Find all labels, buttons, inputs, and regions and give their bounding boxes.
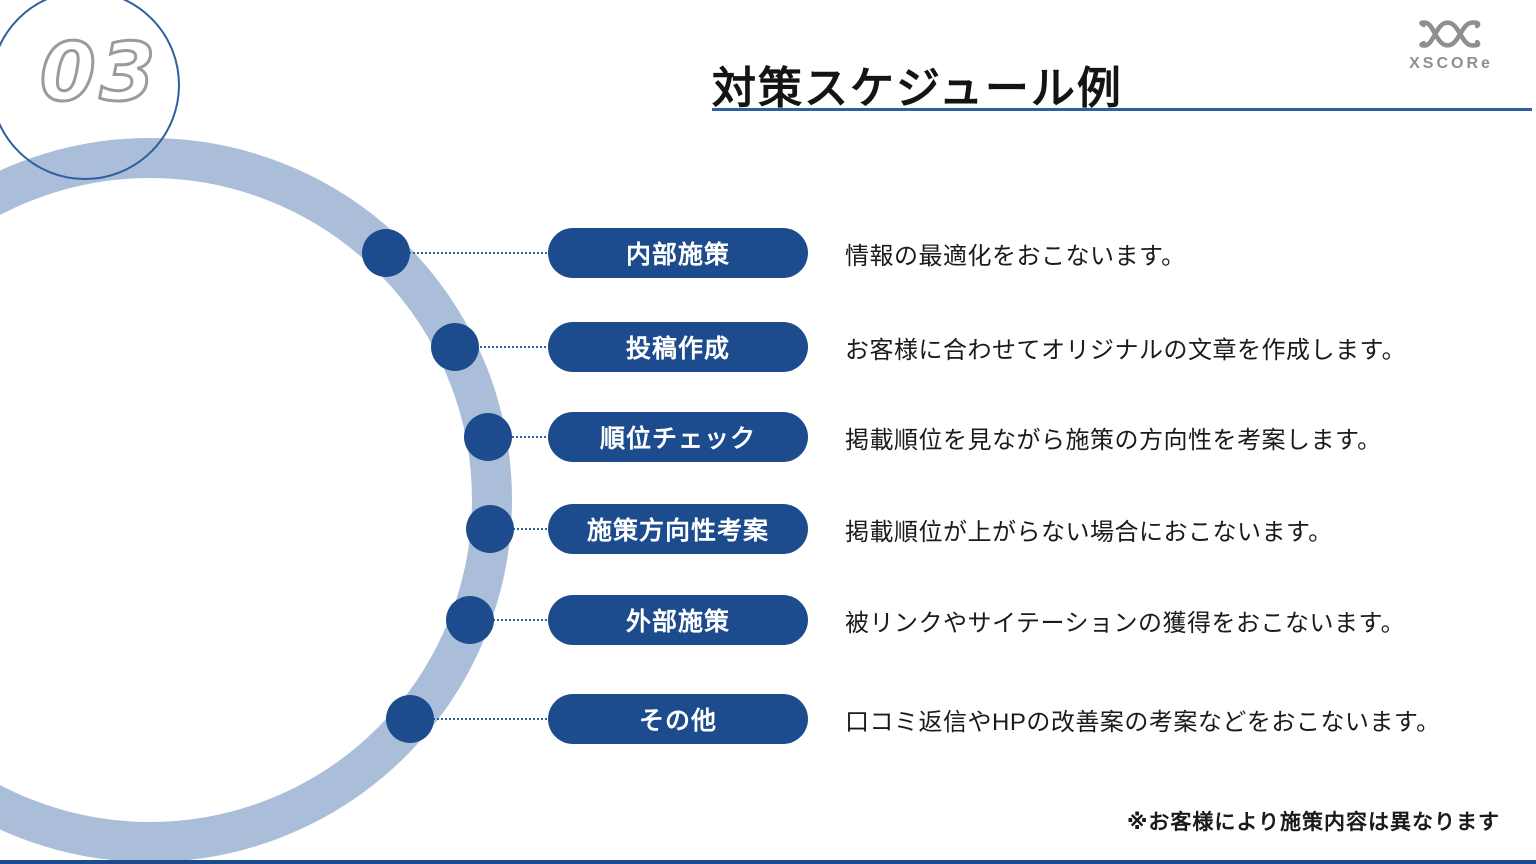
page-number: 03 xyxy=(38,25,160,121)
step-dot xyxy=(446,596,494,644)
step-pill: 投稿作成 xyxy=(548,322,808,372)
step-pill: 内部施策 xyxy=(548,228,808,278)
step-label: 施策方向性考案 xyxy=(586,517,769,545)
step-pill: 順位チェック xyxy=(548,412,808,462)
step-description: 口コミ返信やHPの改善案の考案などをおこないます。 xyxy=(845,708,1441,736)
step-dot xyxy=(464,413,512,461)
logo: XSCORe xyxy=(1396,20,1506,73)
step-pill: その他 xyxy=(548,694,808,744)
step-description: 掲載順位が上がらない場合におこないます。 xyxy=(845,518,1333,546)
connector-line xyxy=(470,619,558,621)
step-label: 投稿作成 xyxy=(625,335,730,363)
step-label: 順位チェック xyxy=(599,425,756,453)
step-label: 外部施策 xyxy=(625,608,730,636)
logo-text: XSCORe xyxy=(1409,55,1493,72)
bottom-bar xyxy=(0,860,1536,864)
step-label: その他 xyxy=(638,707,717,735)
step-description: 情報の最適化をおこないます。 xyxy=(845,242,1186,270)
logo-mark-icon xyxy=(1418,20,1484,53)
step-pill: 施策方向性考案 xyxy=(548,504,808,554)
step-description: 被リンクやサイテーションの獲得をおこないます。 xyxy=(845,609,1406,637)
connector-line xyxy=(455,346,558,348)
decorative-ring xyxy=(0,138,512,862)
connector-line xyxy=(386,252,558,254)
step-dot xyxy=(466,505,514,553)
step-description: お客様に合わせてオリジナルの文章を作成します。 xyxy=(845,336,1407,364)
page-title: 対策スケジュール例 xyxy=(712,64,1123,113)
step-pill: 外部施策 xyxy=(548,595,808,645)
step-dot xyxy=(431,323,479,371)
title-underline xyxy=(712,108,1532,111)
connector-line xyxy=(410,718,558,720)
decorative-circle xyxy=(0,0,180,180)
connector-line xyxy=(490,528,558,530)
step-dot xyxy=(386,695,434,743)
footnote: ※お客様により施策内容は異なります xyxy=(1127,811,1500,834)
step-dot xyxy=(362,229,410,277)
step-description: 掲載順位を見ながら施策の方向性を考案します。 xyxy=(845,426,1382,454)
step-label: 内部施策 xyxy=(625,241,730,269)
connector-line xyxy=(488,436,558,438)
